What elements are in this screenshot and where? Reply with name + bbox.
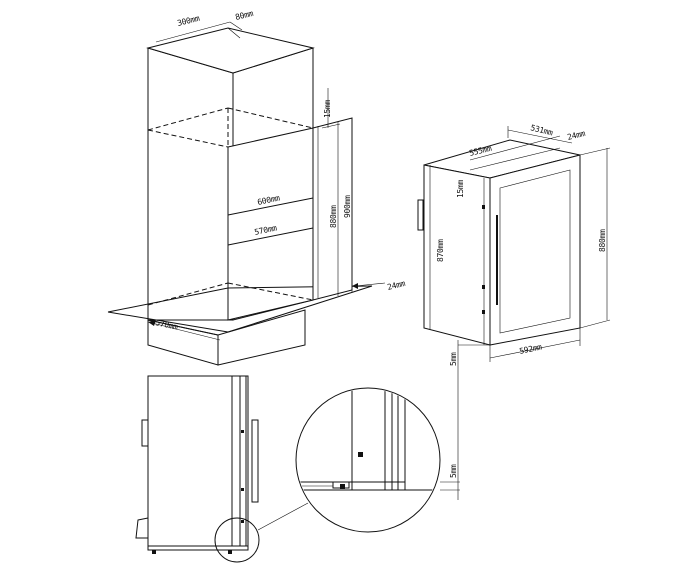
detail-callout-circle bbox=[214, 517, 260, 563]
detail-view: 5mm bbox=[257, 375, 460, 533]
dim-outer-height: 900mm bbox=[343, 195, 352, 218]
dim-top-depth: 80mm bbox=[234, 9, 254, 22]
dim-width: 592mm bbox=[519, 342, 543, 356]
dim-body-height: 870mm bbox=[436, 239, 445, 262]
detail-circle bbox=[295, 387, 441, 533]
dim-side: 24mm bbox=[386, 279, 406, 292]
dim-top-width: 300mm bbox=[176, 14, 201, 28]
dim-gap: 15mm bbox=[323, 99, 332, 118]
dim-bottom: 5mm bbox=[449, 352, 458, 366]
dim-side: 24mm bbox=[566, 129, 586, 142]
appliance-side-view bbox=[135, 375, 260, 563]
dim-inner-height: 880mm bbox=[329, 205, 338, 228]
detail-dim-gap: 5mm bbox=[449, 464, 458, 478]
installation-cabinet: 300mm 80mm 15mm 880mm 900mm 600mm 570mm … bbox=[107, 9, 406, 366]
dim-total-height: 880mm bbox=[598, 229, 607, 252]
appliance-front-view: 555mm 531mm 24mm 15mm 870mm 880mm 592mm … bbox=[417, 123, 611, 375]
dim-top-gap: 15mm bbox=[456, 179, 465, 198]
